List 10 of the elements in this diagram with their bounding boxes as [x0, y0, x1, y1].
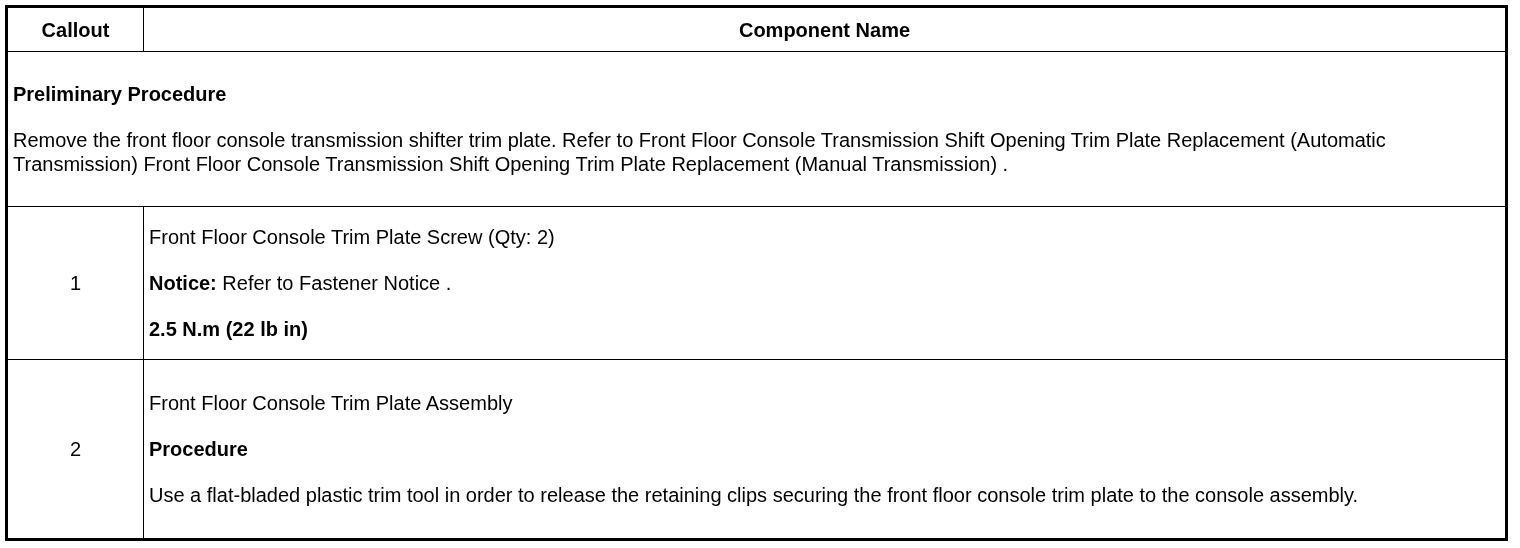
instruction-text: Remove the front floor console transmission shifter trim plate. Refer to Front Floor Console Transmission Shift Opening Trim Plate Replacement (Automatic Transmission) Front Floor Console Transmission Shift Opening Trim Plate Replacement (Manual Transmission) . [13, 128, 1387, 176]
torque-spec: 2.5 N.m (22 lb in) [149, 317, 309, 341]
section-heading: Procedure [149, 437, 249, 461]
component-name: Front Floor Console Trim Plate Assembly [149, 391, 514, 415]
instruction-text: Use a flat-bladed plastic trim tool in order to release the retaining clips securing the front floor console trim plate to the console assembly. [149, 483, 1360, 507]
component-name: Front Floor Console Trim Plate Screw (Qty: 2) [149, 225, 556, 249]
column-header: Callout [6, 6, 144, 52]
callout-number: 1 [6, 206, 144, 360]
notice-text: Notice: Refer to Fastener Notice . [149, 271, 453, 295]
section-heading: Preliminary Procedure [13, 82, 228, 106]
